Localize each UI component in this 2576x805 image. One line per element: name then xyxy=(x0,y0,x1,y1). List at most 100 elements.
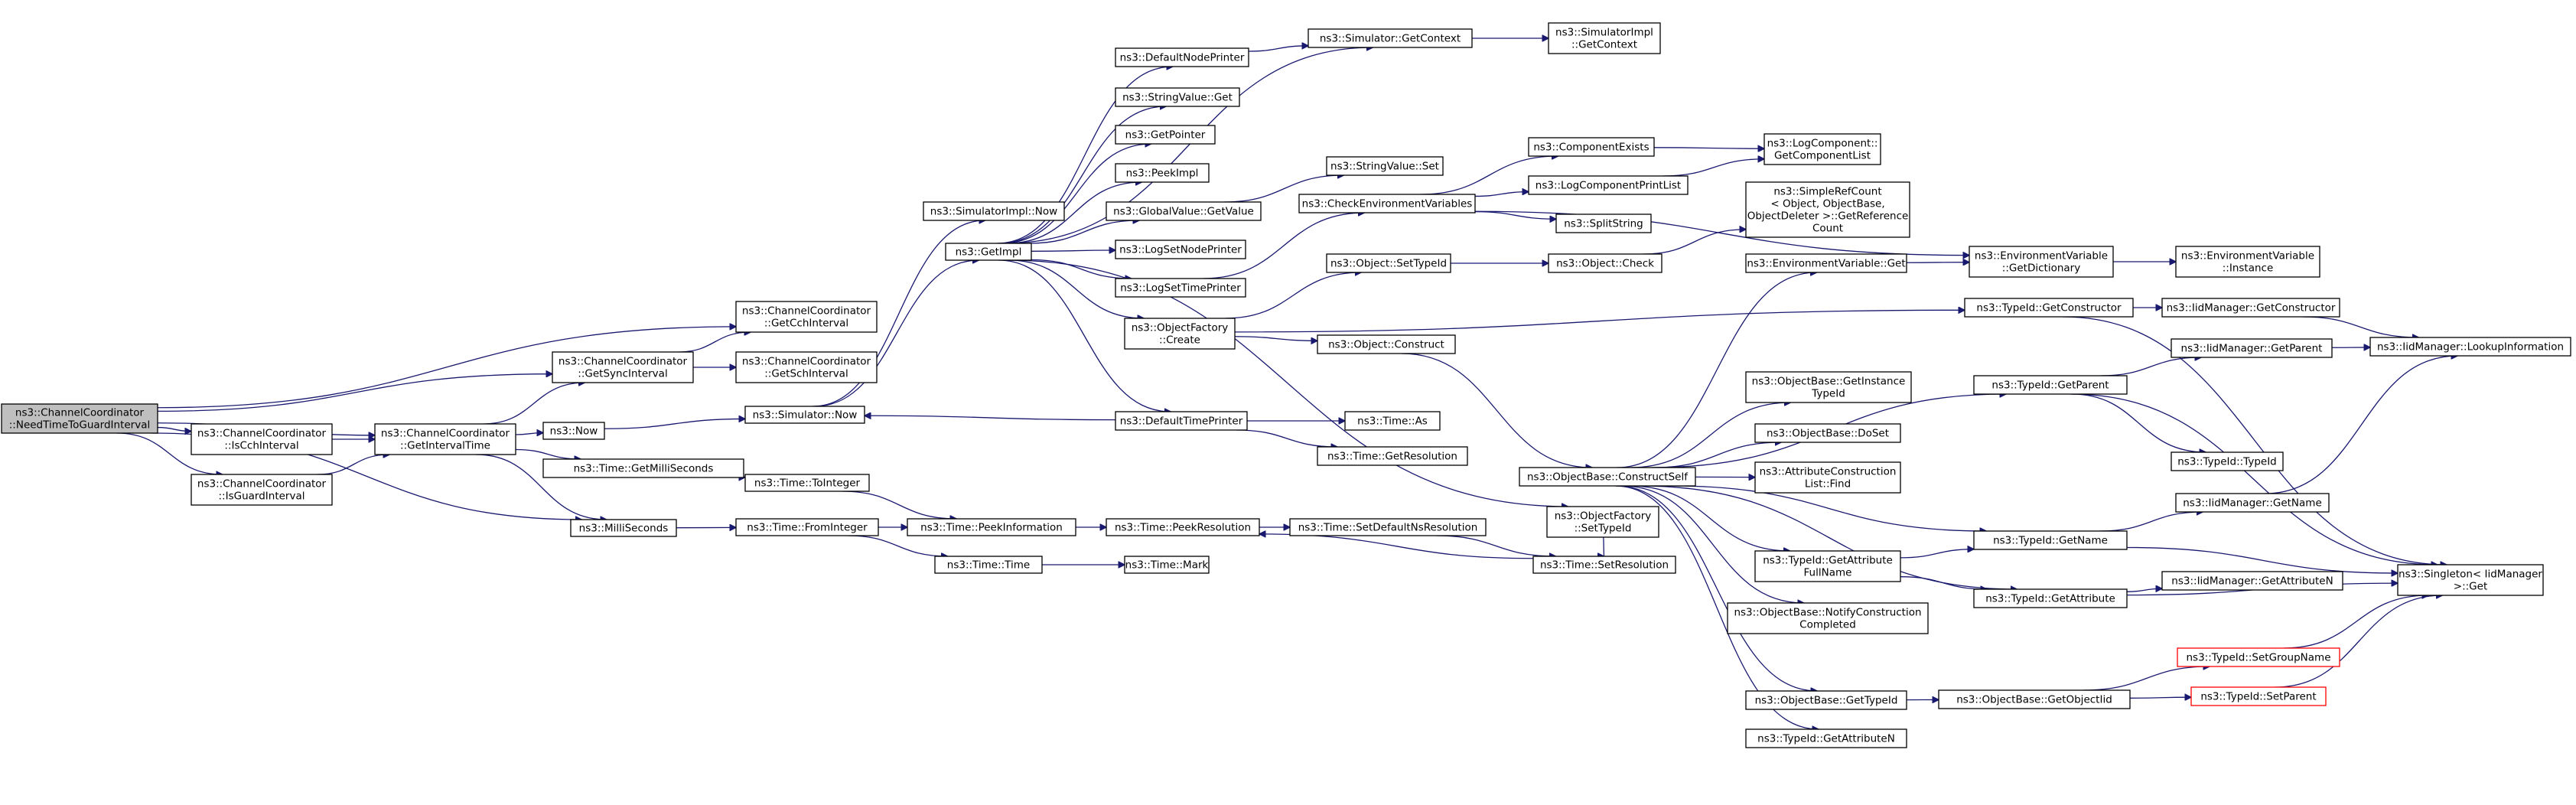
node-label: ns3::Time::PeekInformation xyxy=(920,521,1063,533)
node-label: ns3::DefaultNodePrinter xyxy=(1120,51,1245,64)
node-setTypeId[interactable]: ns3::Object::SetTypeId xyxy=(1326,253,1451,273)
node-box xyxy=(1528,137,1655,157)
node-iidgetparent[interactable]: ns3::IidManager::GetParent xyxy=(2171,338,2333,358)
call-edge-envget-to-envdict xyxy=(1906,262,1969,263)
edge-path xyxy=(2275,595,2443,688)
node-isguard[interactable]: ns3::ChannelCoordinator::IsGuardInterval xyxy=(191,474,333,506)
node-objconstruct[interactable]: ns3::Object::Construct xyxy=(1317,334,1456,354)
node-implnow[interactable]: ns3::SimulatorImpl::Now xyxy=(923,201,1065,221)
node-envget[interactable]: ns3::EnvironmentVariable::Get xyxy=(1745,253,1907,273)
node-setdefns[interactable]: ns3::Time::SetDefaultNsResolution xyxy=(1289,518,1487,536)
node-box xyxy=(1754,461,1901,494)
node-notify[interactable]: ns3::ObjectBase::NotifyConstructionCompl… xyxy=(1727,602,1929,634)
call-edge-getimpl-to-logsetnode xyxy=(1031,250,1115,251)
node-box xyxy=(191,423,333,455)
node-getimpl[interactable]: ns3::GetImpl xyxy=(945,243,1032,261)
node-logprint[interactable]: ns3::LogComponentPrintList xyxy=(1528,175,1689,195)
node-toint[interactable]: ns3::Time::ToInteger xyxy=(744,474,870,492)
node-tsetparent[interactable]: ns3::TypeId::SetParent xyxy=(2190,686,2327,706)
call-edge-getimpl-to-logsettime xyxy=(1031,259,1132,279)
node-logcomp[interactable]: ns3::LogComponent::GetComponentList xyxy=(1763,133,1881,165)
node-getms[interactable]: ns3::Time::GetMilliSeconds xyxy=(542,458,744,478)
node-getcch[interactable]: ns3::ChannelCoordinator::GetCchInterval xyxy=(735,301,878,333)
node-simctx[interactable]: ns3::Simulator::GetContext xyxy=(1308,28,1473,48)
node-deftime[interactable]: ns3::DefaultTimePrinter xyxy=(1115,411,1248,431)
call-edge-getimpl-to-gvget xyxy=(1028,220,1139,244)
node-tgetname[interactable]: ns3::TypeId::GetName xyxy=(1973,530,2128,550)
node-ttypeid[interactable]: ns3::TypeId::TypeId xyxy=(2171,451,2284,471)
node-strget[interactable]: ns3::StringValue::Get xyxy=(1115,87,1240,107)
node-label: ::GetCchInterval xyxy=(764,317,848,329)
node-getres[interactable]: ns3::Time::GetResolution xyxy=(1317,446,1468,466)
node-getptr[interactable]: ns3::GetPointer xyxy=(1115,125,1216,145)
node-doset[interactable]: ns3::ObjectBase::DoSet xyxy=(1754,423,1901,443)
node-box xyxy=(1115,87,1240,107)
node-tsetgroup[interactable]: ns3::TypeId::SetGroupName xyxy=(2177,647,2340,667)
node-envinst[interactable]: ns3::EnvironmentVariable::Instance xyxy=(2175,246,2320,278)
node-ofsettypeid[interactable]: ns3::ObjectFactory::SetTypeId xyxy=(1546,506,1659,538)
node-checkenv[interactable]: ns3::CheckEnvironmentVariables xyxy=(1298,194,1476,213)
node-ofcreate[interactable]: ns3::ObjectFactory::Create xyxy=(1124,318,1236,350)
node-compexists[interactable]: ns3::ComponentExists xyxy=(1528,137,1655,157)
call-edge-getimpl-to-ofsettypeid xyxy=(1008,259,1568,507)
node-logsetnode[interactable]: ns3::LogSetNodePrinter xyxy=(1115,240,1246,259)
node-timemark[interactable]: ns3::Time::Mark xyxy=(1124,556,1210,574)
node-iscch[interactable]: ns3::ChannelCoordinator::IsCchInterval xyxy=(191,423,333,455)
node-peekimpl[interactable]: ns3::PeekImpl xyxy=(1115,163,1210,183)
node-now[interactable]: ns3::Now xyxy=(542,422,605,440)
node-label: ns3::LogComponent:: xyxy=(1767,137,1878,149)
node-constructself[interactable]: ns3::ObjectBase::ConstructSelf xyxy=(1519,467,1696,487)
node-iidgetattrn[interactable]: ns3::IidManager::GetAttributeN xyxy=(2161,571,2343,591)
node-implctx[interactable]: ns3::SimulatorImpl::GetContext xyxy=(1548,22,1661,54)
edge-path xyxy=(2071,393,2206,452)
node-obgettypeid[interactable]: ns3::ObjectBase::GetTypeId xyxy=(1745,690,1907,710)
node-tgetctor[interactable]: ns3::TypeId::GetConstructor xyxy=(1964,298,2134,318)
node-getsch[interactable]: ns3::ChannelCoordinator::GetSchInterval xyxy=(735,351,878,383)
node-timeas[interactable]: ns3::Time::As xyxy=(1344,411,1441,431)
node-objcheck[interactable]: ns3::Object::Check xyxy=(1548,253,1663,273)
node-peekres[interactable]: ns3::Time::PeekResolution xyxy=(1106,518,1260,536)
node-singleton[interactable]: ns3::Singleton< IidManager >::Get xyxy=(2397,564,2544,596)
call-edge-checkenv-to-compexists xyxy=(1420,156,1558,195)
node-box xyxy=(570,519,677,537)
edge-path xyxy=(842,490,957,519)
node-ms[interactable]: ns3::MilliSeconds xyxy=(570,519,677,537)
node-root[interactable]: ns3::ChannelCoordinator::NeedTimeToGuard… xyxy=(1,403,158,434)
node-logsettime[interactable]: ns3::LogSetTimePrinter xyxy=(1115,278,1246,298)
node-timetime[interactable]: ns3::Time::Time xyxy=(934,556,1043,574)
edge-path xyxy=(1616,485,1817,691)
node-getobjtid[interactable]: ns3::ObjectBase::GetObjectIid xyxy=(1938,689,2131,709)
node-getattrn[interactable]: ns3::TypeId::GetAttributeN xyxy=(1745,728,1907,748)
node-peekinfo[interactable]: ns3::Time::PeekInformation xyxy=(907,518,1076,536)
node-split[interactable]: ns3::SplitString xyxy=(1555,213,1652,233)
node-setres[interactable]: ns3::Time::SetResolution xyxy=(1532,556,1676,574)
node-box xyxy=(542,422,605,440)
node-fromint[interactable]: ns3::Time::FromInteger xyxy=(735,518,879,536)
node-tgetparent[interactable]: ns3::TypeId::GetParent xyxy=(1973,375,2128,395)
call-edge-simnow-to-implnow xyxy=(813,220,985,407)
node-tgetattr[interactable]: ns3::TypeId::GetAttribute xyxy=(1973,588,2128,608)
node-box xyxy=(1115,240,1246,259)
node-label: ns3::Singleton< IidManager xyxy=(2399,568,2542,580)
node-label: ns3::ObjectBase::GetObjectIid xyxy=(1956,693,2112,706)
node-gvget[interactable]: ns3::GlobalValue::GetValue xyxy=(1106,201,1262,221)
edge-path xyxy=(2063,316,2447,565)
node-iidgetctor[interactable]: ns3::IidManager::GetConstructor xyxy=(2161,298,2340,318)
node-getinterval[interactable]: ns3::ChannelCoordinator::GetIntervalTime xyxy=(374,423,516,455)
node-getsync[interactable]: ns3::ChannelCoordinator::GetSyncInterval xyxy=(552,351,694,383)
node-simpleref[interactable]: ns3::SimpleRefCount< Object, ObjectBase,… xyxy=(1745,181,1910,238)
node-box xyxy=(2175,246,2320,278)
edge-path xyxy=(1234,310,1965,333)
node-strset[interactable]: ns3::StringValue::Set xyxy=(1326,156,1444,176)
call-edge-tsetparent-to-singleton xyxy=(2275,595,2443,688)
node-defnode[interactable]: ns3::DefaultNodePrinter xyxy=(1115,47,1249,67)
node-iidlookup[interactable]: ns3::IidManager::LookupInformation xyxy=(2369,337,2571,357)
node-iidgetname[interactable]: ns3::IidManager::GetName xyxy=(2175,493,2330,513)
node-envdict[interactable]: ns3::EnvironmentVariable::GetDictionary xyxy=(1969,246,2114,278)
node-label: ns3::TypeId::GetAttributeN xyxy=(1757,732,1895,745)
node-simnow[interactable]: ns3::Simulator::Now xyxy=(744,406,865,424)
